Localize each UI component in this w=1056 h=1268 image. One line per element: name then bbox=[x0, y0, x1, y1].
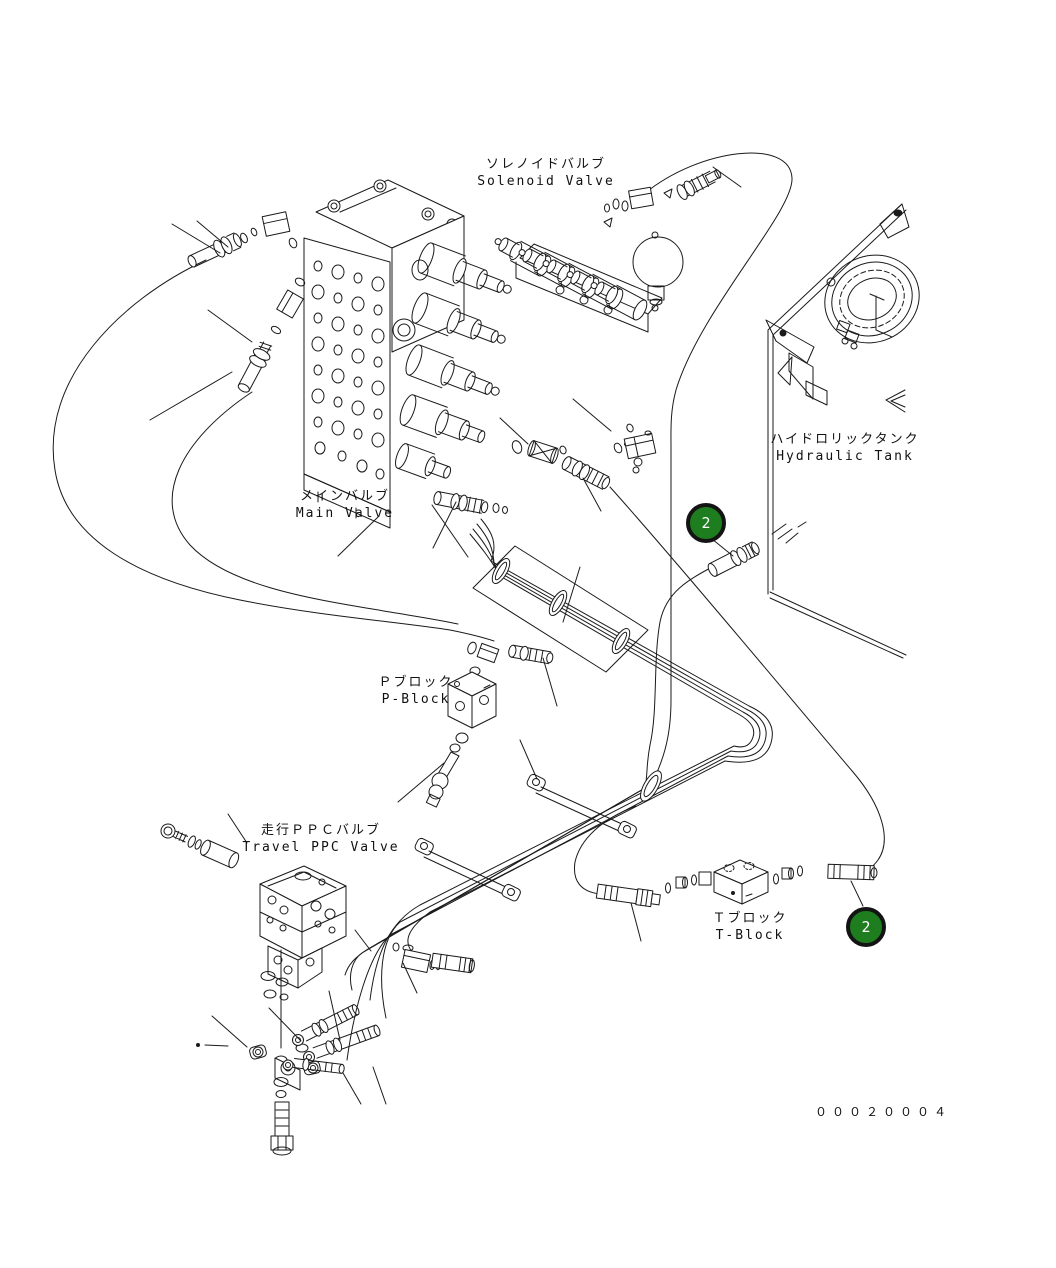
solenoid-valve-drawing bbox=[490, 166, 723, 332]
hose-lines bbox=[53, 153, 884, 990]
label-hydraulic-tank: ハイドロリックタンク Hydraulic Tank bbox=[770, 431, 919, 465]
label-travel-ppc-valve-en: Travel PPC Valve bbox=[242, 840, 400, 855]
label-t-block: Ｔブロック T-Block bbox=[712, 910, 787, 944]
label-p-block: Ｐブロック P-Block bbox=[378, 674, 453, 708]
hose-clamps bbox=[489, 556, 666, 804]
label-main-valve-en: Main Valve bbox=[295, 506, 395, 521]
label-solenoid-valve-jp: ソレノイドバルブ bbox=[485, 157, 607, 172]
callout-2-tank-line[interactable]: 2 bbox=[686, 503, 726, 543]
label-travel-ppc-valve: 走行ＰＰＣバルブ Travel PPC Valve bbox=[242, 822, 399, 856]
left-hose-fittings bbox=[185, 212, 306, 396]
label-t-block-en: T-Block bbox=[715, 928, 785, 943]
label-hydraulic-tank-en: Hydraulic Tank bbox=[776, 449, 914, 464]
hydraulic-tank-drawing bbox=[766, 204, 933, 658]
leader-lines bbox=[150, 167, 863, 1104]
main-valve-drawing bbox=[304, 180, 517, 528]
callout-number: 2 bbox=[861, 918, 871, 936]
tank-line-fitting bbox=[706, 540, 762, 579]
t-block-drawing bbox=[596, 860, 877, 908]
label-main-valve-jp: メインバルブ bbox=[299, 489, 390, 504]
label-solenoid-valve: ソレノイドバルブ Solenoid Valve bbox=[477, 156, 615, 190]
strap-clamps bbox=[414, 773, 638, 902]
mid-fittings bbox=[433, 423, 656, 516]
label-t-block-jp: Ｔブロック bbox=[712, 911, 788, 926]
hose-bundle bbox=[347, 519, 772, 1060]
callout-2-t-block-line[interactable]: 2 bbox=[846, 907, 886, 947]
label-main-valve: メインバルブ Main Valve bbox=[296, 488, 394, 522]
callout-number: 2 bbox=[701, 514, 711, 532]
travel-ppc-valve-drawing bbox=[158, 821, 475, 1155]
label-p-block-jp: Ｐブロック bbox=[378, 675, 454, 690]
label-p-block-en: P-Block bbox=[381, 692, 451, 707]
drawing-number: ０００２０００４ bbox=[815, 1105, 952, 1119]
p-block-drawing bbox=[426, 641, 554, 807]
label-hydraulic-tank-jp: ハイドロリックタンク bbox=[770, 432, 920, 447]
label-travel-ppc-valve-jp: 走行ＰＰＣバルブ bbox=[260, 823, 382, 838]
label-solenoid-valve-en: Solenoid Valve bbox=[477, 174, 615, 189]
